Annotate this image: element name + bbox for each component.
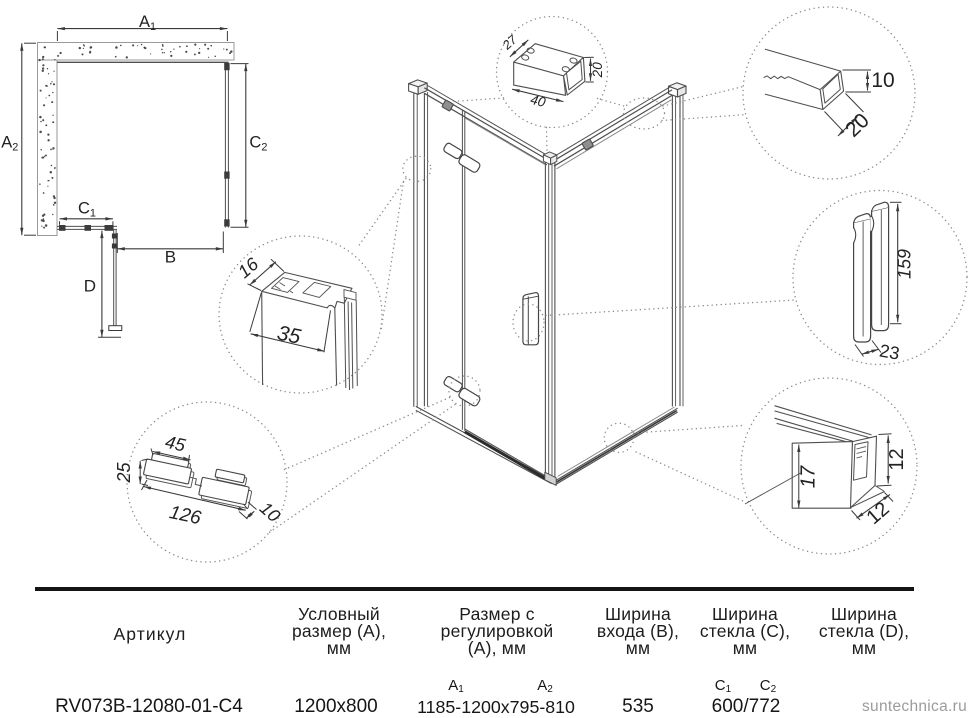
svg-text:B: B <box>165 248 176 267</box>
svg-text:10: 10 <box>256 498 284 526</box>
svg-text:35: 35 <box>275 321 303 348</box>
svg-text:40: 40 <box>529 92 548 110</box>
svg-text:C2: C2 <box>249 134 267 154</box>
svg-text:23: 23 <box>878 341 901 364</box>
svg-text:A2: A2 <box>1 133 18 153</box>
svg-text:12: 12 <box>862 498 893 529</box>
svg-text:126: 126 <box>167 502 203 529</box>
svg-text:17: 17 <box>798 465 820 488</box>
svg-text:25: 25 <box>114 462 134 484</box>
svg-text:12: 12 <box>886 448 908 470</box>
svg-text:45: 45 <box>163 432 188 456</box>
svg-text:10: 10 <box>871 69 894 92</box>
svg-text:C1: C1 <box>78 200 96 220</box>
svg-text:159: 159 <box>895 249 915 279</box>
svg-text:20: 20 <box>590 62 605 79</box>
svg-text:20: 20 <box>841 109 874 142</box>
svg-text:D: D <box>84 277 96 296</box>
svg-text:A1: A1 <box>139 13 156 33</box>
